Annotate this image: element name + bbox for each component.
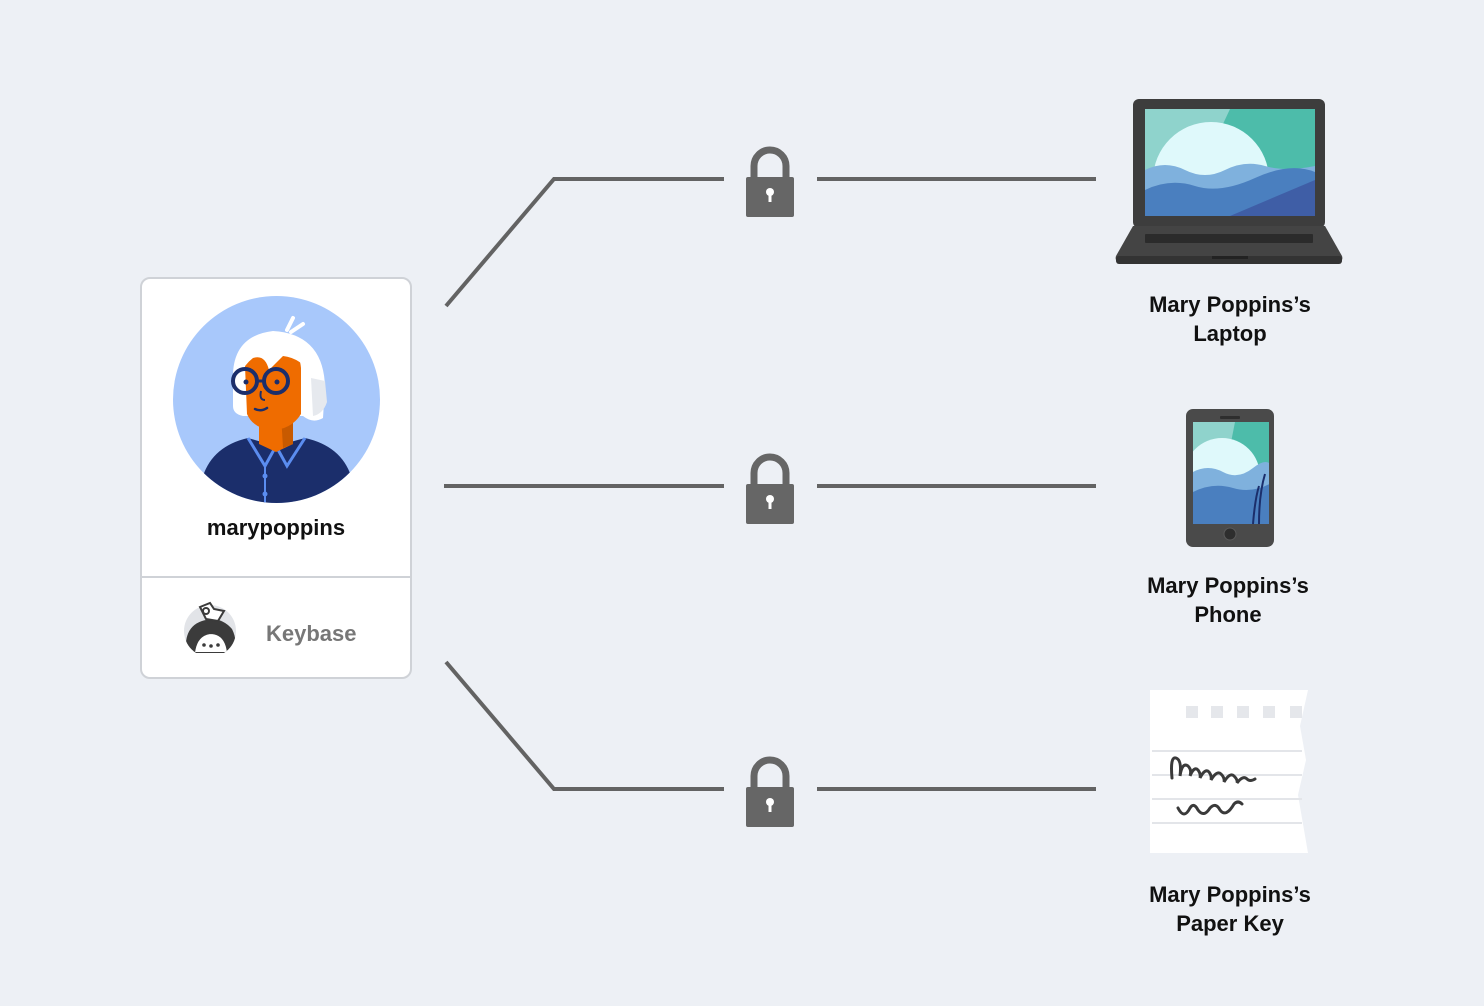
account-card: marypoppins Keybase: [140, 277, 412, 679]
device-label-laptop: Mary Poppins’s Laptop: [1100, 290, 1360, 348]
device-owner: Mary Poppins’s: [1149, 882, 1311, 907]
device-label-phone: Mary Poppins’s Phone: [1098, 571, 1358, 629]
username: marypoppins: [206, 515, 346, 540]
device-name: Phone: [1194, 602, 1262, 627]
phone-icon: [1186, 409, 1274, 547]
device-name: Paper Key: [1176, 911, 1284, 936]
device-owner: Mary Poppins’s: [1149, 292, 1311, 317]
laptop-icon: [1115, 99, 1343, 264]
padlock-icon: [746, 756, 794, 827]
padlock-icon: [746, 453, 794, 524]
connector-paper-key: [444, 660, 1096, 791]
user-avatar-icon: [173, 296, 380, 503]
connector-laptop: [444, 177, 1096, 308]
keybase-logo-icon: [184, 601, 236, 653]
keybase-label: Keybase: [266, 621, 357, 646]
device-name: Laptop: [1193, 321, 1267, 346]
paper-key-icon: [1150, 690, 1308, 853]
padlock-icon: [746, 146, 794, 217]
device-label-paper-key: Mary Poppins’s Paper Key: [1100, 880, 1360, 938]
device-owner: Mary Poppins’s: [1147, 573, 1309, 598]
card-divider: [142, 576, 410, 578]
